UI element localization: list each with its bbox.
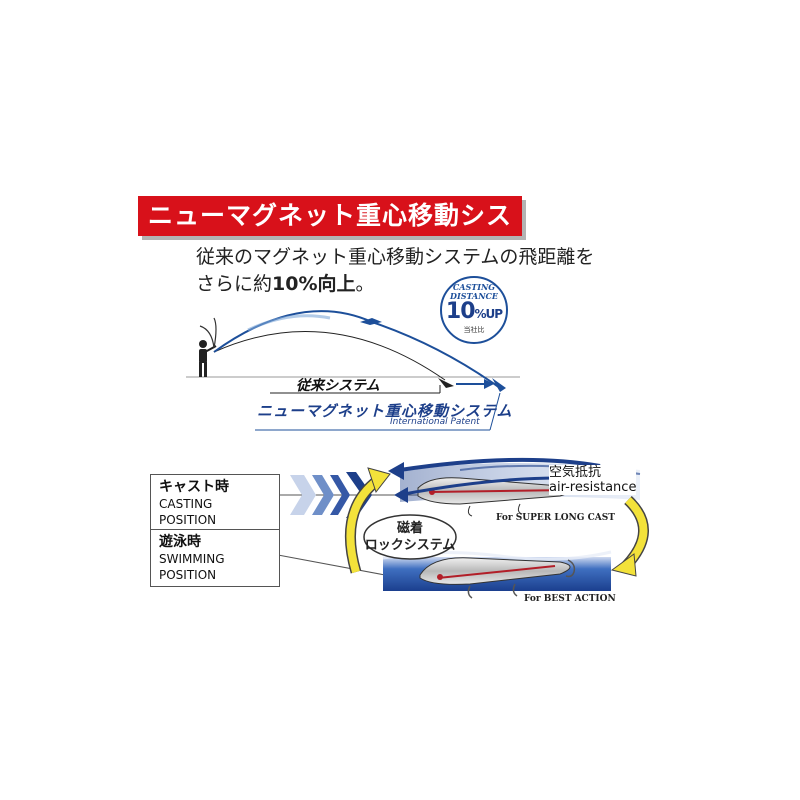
- description-line-1: 従来のマグネット重心移動システムの飛距離を: [196, 246, 595, 268]
- air-resistance-en: air-resistance: [549, 480, 637, 495]
- super-long-cast-label: For SUPER LONG CAST: [496, 513, 615, 523]
- casting-position-jp: キャスト時: [159, 479, 229, 495]
- striped-arrow-icon: [290, 472, 372, 518]
- description-text: 従来のマグネット重心移動システムの飛距離を さらに約10%向上。: [196, 244, 594, 298]
- lock-system-ellipse: [363, 514, 457, 560]
- casting-position-box: キャスト時 CASTING POSITION: [150, 474, 280, 532]
- top-return-arrow: [399, 457, 601, 472]
- left-cycle-arrow-icon: [344, 467, 391, 574]
- best-action-label: For BEST ACTION: [524, 594, 616, 604]
- swimming-connector: [277, 554, 386, 576]
- new-system-label: ニューマグネット重心移動システム: [257, 402, 513, 420]
- air-resistance-jp: 空気抵抗: [549, 465, 602, 480]
- swimming-position-jp: 遊泳時: [159, 534, 201, 550]
- old-lure-landing-icon: [438, 378, 454, 388]
- casting-position-en: CASTING POSITION: [159, 497, 217, 527]
- badge-value: 10: [445, 299, 476, 324]
- description-line-2-pre: さらに約: [196, 273, 273, 295]
- rod-icon: [199, 317, 217, 349]
- swimming-position-en: SWIMMING POSITION: [159, 552, 225, 582]
- new-lure-landing-icon: [492, 378, 506, 392]
- air-resistance-label: 空気抵抗 air-resistance: [549, 465, 637, 495]
- old-trajectory: [213, 331, 446, 381]
- lure-in-flight-icon: [360, 318, 382, 325]
- right-cycle-arrow-icon: [610, 495, 649, 577]
- patent-label: International Patent: [390, 417, 480, 427]
- description-line-2-post: 。: [355, 273, 375, 295]
- badge-label-distance: DISTANCE: [450, 291, 498, 301]
- title-banner: ニューマグネット重心移動システム: [138, 196, 522, 270]
- badge-label-casting: CASTING: [452, 282, 496, 292]
- swimming-position-box: 遊泳時 SWIMMING POSITION: [150, 529, 280, 587]
- badge-unit: %UP: [474, 307, 504, 321]
- lock-system-label: 磁着 ロックシステム: [364, 520, 456, 554]
- badge-note: 当社比: [463, 326, 485, 334]
- angler-icon: [199, 340, 217, 377]
- description-line-2-highlight: 10%向上: [272, 273, 356, 295]
- lock-system-line-2: ロックシステム: [364, 538, 456, 553]
- swimming-lure-icon: [419, 557, 576, 599]
- old-system-label: 従来システム: [296, 378, 380, 394]
- lock-system-line-1: 磁着: [396, 521, 423, 536]
